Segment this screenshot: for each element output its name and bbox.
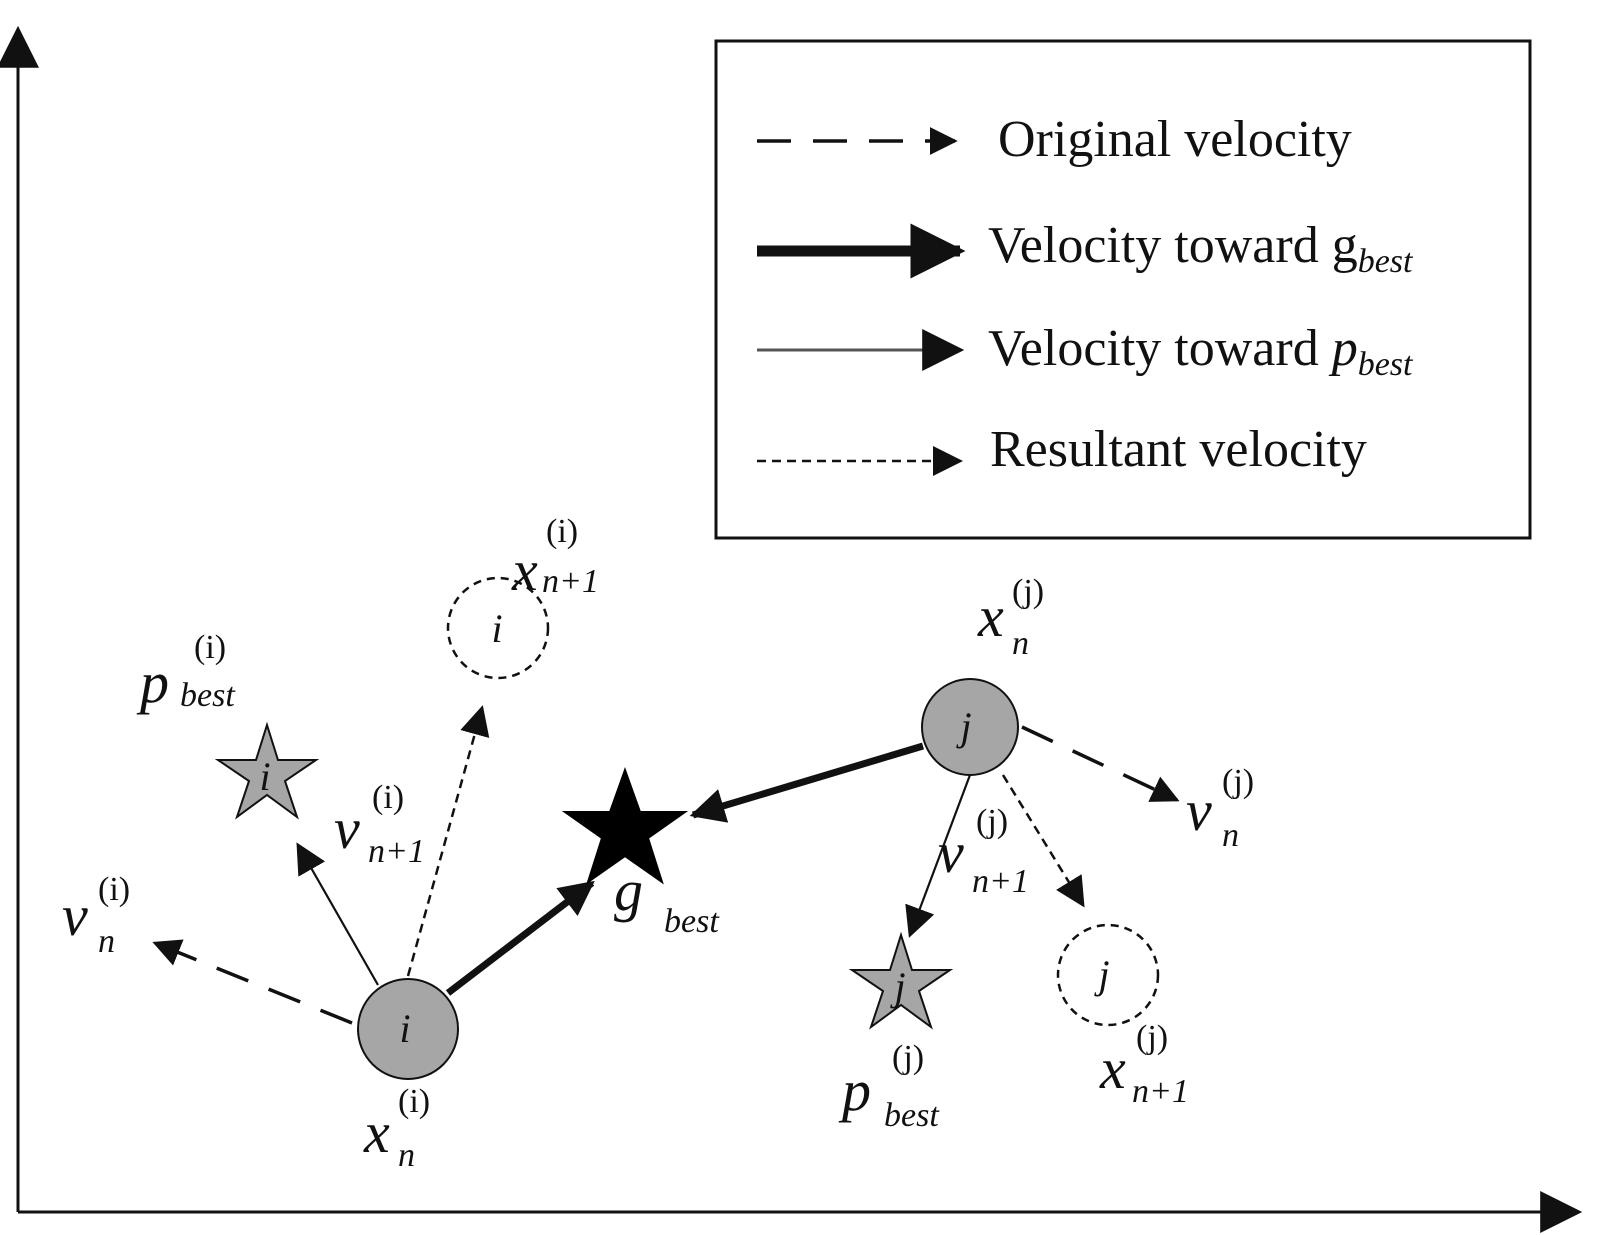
next-position-j-label: j bbox=[1093, 952, 1109, 997]
label-vn-i-symbol: v bbox=[62, 883, 88, 948]
legend-pbest-sub: best bbox=[1358, 346, 1414, 383]
label-vn1-j-symbol: v bbox=[938, 820, 964, 885]
pbest-j-star-label: j bbox=[889, 964, 905, 1009]
i-to-gbest-arrow bbox=[445, 880, 595, 996]
label-x-n1-j: x (j) n+1 bbox=[1099, 1019, 1189, 1110]
label-xn-j-sub: n bbox=[1012, 625, 1029, 662]
label-x-n1-i: x (i) n+1 bbox=[511, 513, 599, 603]
label-vn-i: v (i) n bbox=[62, 871, 130, 960]
i-to-pbest-arrow bbox=[296, 842, 379, 986]
legend-pbest-label: Velocity toward pbest bbox=[988, 320, 1414, 383]
label-vn-i-sub: n bbox=[98, 923, 115, 960]
label-x-n1-i-sup: (i) bbox=[546, 513, 578, 550]
j-to-gbest-arrow bbox=[689, 742, 925, 823]
label-vn-i-sup: (i) bbox=[98, 871, 130, 908]
label-vn-j-sub: n bbox=[1222, 817, 1239, 854]
particle-i-vectors bbox=[152, 705, 595, 1025]
pbest-j-star bbox=[848, 931, 954, 1030]
label-vn1-i: v (i) n+1 bbox=[334, 779, 425, 870]
label-vn1-j-sub: n+1 bbox=[972, 863, 1029, 900]
legend-gbest-label: Velocity toward gbest bbox=[988, 217, 1414, 280]
label-gbest: g best bbox=[614, 858, 720, 940]
label-vn1-j-sup: (j) bbox=[976, 803, 1008, 840]
label-x-n1-i-sub: n+1 bbox=[542, 563, 599, 600]
label-xn-j: x (j) n bbox=[977, 573, 1044, 662]
j-to-pbest-arrow bbox=[905, 774, 972, 938]
legend-pbest-symbol: p bbox=[1328, 320, 1358, 377]
label-vn-j: v (j) n bbox=[1186, 763, 1254, 854]
vn1-j-resultant-arrow bbox=[1001, 774, 1085, 908]
legend: Original velocity Velocity toward gbest … bbox=[714, 39, 1532, 540]
label-xn-j-sup: (j) bbox=[1012, 573, 1044, 610]
pbest-i-star bbox=[214, 721, 320, 820]
next-position-i bbox=[446, 576, 550, 680]
label-pbest-i-sub: best bbox=[180, 677, 236, 714]
label-x-n1-j-sup: (j) bbox=[1136, 1019, 1168, 1056]
next-position-j bbox=[1056, 923, 1160, 1027]
label-pbest-j-sup: (j) bbox=[892, 1039, 924, 1076]
axes bbox=[0, 25, 1583, 1233]
label-pbest-j: p (j) best bbox=[838, 1039, 940, 1134]
label-xn-j-symbol: x bbox=[977, 584, 1004, 649]
legend-gbest-sub: best bbox=[1358, 243, 1414, 280]
legend-box bbox=[714, 39, 1532, 540]
label-x-n1-i-symbol: x bbox=[511, 538, 538, 603]
pbest-i-star-label: i bbox=[259, 754, 270, 799]
label-xn-i-sub: n bbox=[398, 1137, 415, 1174]
label-vn-j-sup: (j) bbox=[1222, 763, 1254, 800]
math-labels: x (i) n+1 p (i) best v (i) n+1 v (i) n g… bbox=[62, 513, 1254, 1174]
label-vn1-i-sup: (i) bbox=[372, 779, 404, 816]
label-pbest-i-sup: (i) bbox=[194, 629, 226, 666]
legend-original-label: Original velocity bbox=[998, 111, 1352, 168]
label-vn1-i-sub: n+1 bbox=[368, 833, 425, 870]
label-vn1-j: v (j) n+1 bbox=[938, 803, 1029, 900]
particle-j bbox=[921, 678, 1019, 776]
label-xn-i-symbol: x bbox=[363, 1100, 390, 1165]
legend-gbest-prefix: Velocity toward bbox=[988, 217, 1332, 274]
label-vn1-i-symbol: v bbox=[334, 796, 360, 861]
particle-i bbox=[357, 978, 459, 1080]
label-x-n1-j-sub: n+1 bbox=[1132, 1073, 1189, 1110]
label-vn-j-symbol: v bbox=[1186, 778, 1212, 843]
particle-j-vectors bbox=[689, 725, 1180, 938]
legend-pbest-prefix: Velocity toward bbox=[988, 320, 1332, 377]
label-xn-i-sup: (i) bbox=[398, 1083, 430, 1120]
vn1-i-resultant-arrow bbox=[406, 705, 490, 977]
legend-resultant-label: Resultant velocity bbox=[990, 421, 1367, 478]
label-pbest-j-sub: best bbox=[884, 1097, 940, 1134]
label-pbest-i-symbol: p bbox=[136, 650, 169, 715]
vn-i-original-arrow bbox=[152, 939, 353, 1025]
legend-gbest-symbol: g bbox=[1332, 217, 1358, 274]
label-pbest-i: p (i) best bbox=[136, 629, 236, 715]
label-gbest-symbol: g bbox=[614, 858, 643, 923]
gbest-star bbox=[561, 767, 689, 885]
label-xn-i: x (i) n bbox=[363, 1083, 430, 1174]
label-gbest-sub: best bbox=[664, 903, 720, 940]
particle-j-label: j bbox=[955, 704, 971, 749]
next-position-i-label: i bbox=[491, 606, 502, 651]
particles: i j i j bbox=[357, 576, 1160, 1080]
particle-i-label: i bbox=[399, 1006, 410, 1051]
vn-j-original-arrow bbox=[1021, 725, 1180, 802]
stars: i j bbox=[214, 721, 954, 1030]
label-pbest-j-symbol: p bbox=[838, 1058, 871, 1123]
label-x-n1-j-symbol: x bbox=[1099, 1036, 1126, 1101]
